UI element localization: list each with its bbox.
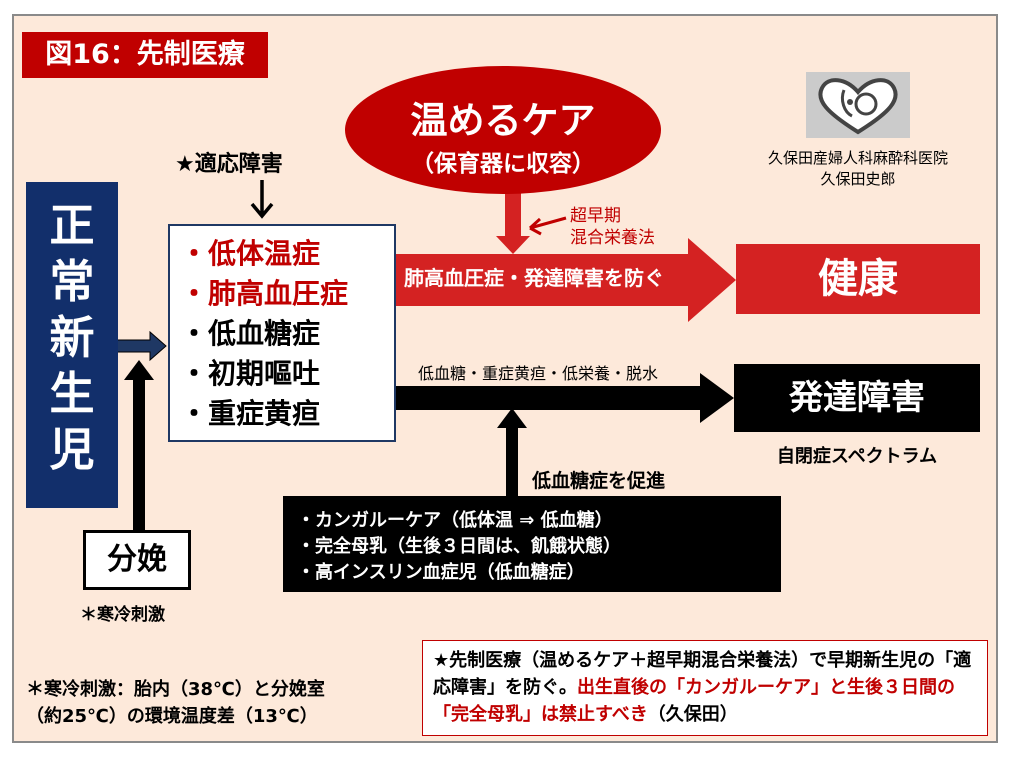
note-part-red: 出生直後の「カンガルーケア」と生後３日間の「完全母乳」は禁止すべき — [433, 677, 955, 725]
newborn-char: 生 — [49, 367, 95, 420]
footnote-line: （約25℃）の環境温度差（13℃） — [26, 706, 318, 727]
adaptation-label: ★適応障害 — [175, 152, 283, 177]
promote-label: 低血糖症を促進 — [532, 470, 666, 492]
kangaroo-box: ・カンガルーケア（低体温 ⇒ 低血糖） ・完全母乳（生後３日間は、飢餓状態） ・… — [283, 496, 781, 592]
autism-label: 自閉症スペクトラム — [776, 446, 938, 467]
red-down-arrow — [496, 190, 530, 254]
clinic-logo — [806, 72, 910, 138]
disorder-item: ・肺高血圧症 — [180, 277, 349, 310]
newborn-box: 正 常 新 生 児 — [26, 182, 118, 508]
clinic-name: 久保田産婦人科麻酔科医院 — [767, 149, 948, 167]
warm-care-ellipse: 温めるケア （保育器に収容） — [345, 66, 661, 194]
supplement-line: 混合栄養法 — [570, 228, 655, 248]
heart-logo-icon — [818, 78, 898, 135]
newborn-char: 常 — [49, 255, 95, 308]
footnote-line: ＊寒冷刺激：胎内（38℃）と分娩室 — [26, 679, 325, 700]
conclusion-note: ★先制医療（温めるケア＋超早期混合栄養法）で早期新生児の「適応障害」を防ぐ。出生… — [422, 640, 988, 736]
supplement-line: 超早期 — [570, 206, 621, 226]
black-arrow-label: 低血糖・重症黄疸・低栄養・脱水 — [418, 364, 659, 383]
delivery-box: 分娩 — [83, 530, 191, 590]
red-arrow-label: 肺高血圧症・発達障害を防ぐ — [404, 266, 664, 290]
kangaroo-item: ・カンガルーケア（低体温 ⇒ 低血糖） — [297, 510, 613, 531]
disorder-item: ・初期嘔吐 — [180, 357, 321, 390]
delivery-up-arrow — [124, 360, 154, 532]
newborn-to-disorders-arrow — [111, 330, 167, 362]
warm-care-subtitle: （保育器に収容） — [411, 151, 595, 177]
adaptation-down-arrow — [250, 180, 274, 219]
developmental-disorder-box: 発達障害 — [734, 364, 980, 432]
cold-stimulus-label: ＊寒冷刺激 — [80, 605, 165, 625]
page-title: 図16：先制医療 — [22, 32, 268, 78]
newborn-char: 新 — [49, 311, 95, 364]
black-up-arrow-promote — [497, 408, 527, 496]
clinic-person: 久保田史郎 — [820, 170, 896, 188]
newborn-char: 児 — [49, 423, 95, 476]
supplement-label: 超早期 混合栄養法 — [570, 205, 700, 249]
health-box: 健康 — [736, 244, 980, 314]
disorder-item: ・低体温症 — [180, 237, 321, 270]
disorders-box: ・低体温症 ・肺高血圧症 ・低血糖症 ・初期嘔吐 ・重症黄疸 — [168, 224, 396, 442]
footnote: ＊寒冷刺激：胎内（38℃）と分娩室 （約25℃）の環境温度差（13℃） — [26, 676, 406, 730]
black-arrow-to-disorder — [396, 373, 734, 423]
disorder-item: ・重症黄疸 — [180, 397, 321, 430]
disorder-item: ・低血糖症 — [180, 317, 321, 350]
supplement-pointer-arrow — [528, 216, 567, 236]
red-arrow-to-health — [396, 238, 736, 322]
clinic-credit: 久保田産婦人科麻酔科医院 久保田史郎 — [745, 148, 971, 190]
warm-care-title: 温めるケア — [410, 99, 596, 142]
newborn-char: 正 — [49, 199, 95, 252]
kangaroo-item: ・高インスリン血症児（低血糖症） — [297, 562, 585, 583]
note-part-author: （久保田） — [647, 704, 738, 725]
kangaroo-item: ・完全母乳（生後３日間は、飢餓状態） — [297, 536, 621, 557]
note-part-black: ★先制医療（温めるケア＋超早期混合栄養法）で早期新生児の「適応障害」を防ぐ。 — [433, 650, 972, 698]
